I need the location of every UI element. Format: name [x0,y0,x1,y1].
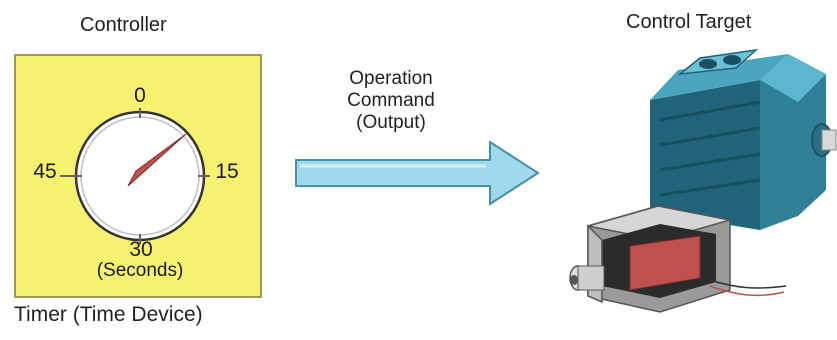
target-title: Control Target [626,11,752,33]
controller-title: Controller [80,14,167,36]
dial-mark-45: 45 [33,160,57,183]
dial-mark-30: 30 [129,238,153,261]
timer-caption: Timer (Time Device) [14,303,203,326]
timer-panel: 0 15 45 30 (Seconds) [14,54,262,298]
timer-needle [127,133,187,187]
command-line-1: Operation [349,68,433,89]
motor-icon [650,48,837,230]
control-target-devices [569,48,837,313]
command-label: Operation Command (Output) [326,68,456,134]
solenoid-icon [569,205,787,313]
dial-mark-0: 0 [134,84,146,107]
timer-dial-icon [60,108,210,244]
command-line-3: (Output) [356,112,426,133]
dial-mark-15: 15 [215,160,239,183]
output-arrow-icon [295,140,540,206]
command-line-2: Command [347,90,435,111]
dial-unit: (Seconds) [96,260,184,281]
